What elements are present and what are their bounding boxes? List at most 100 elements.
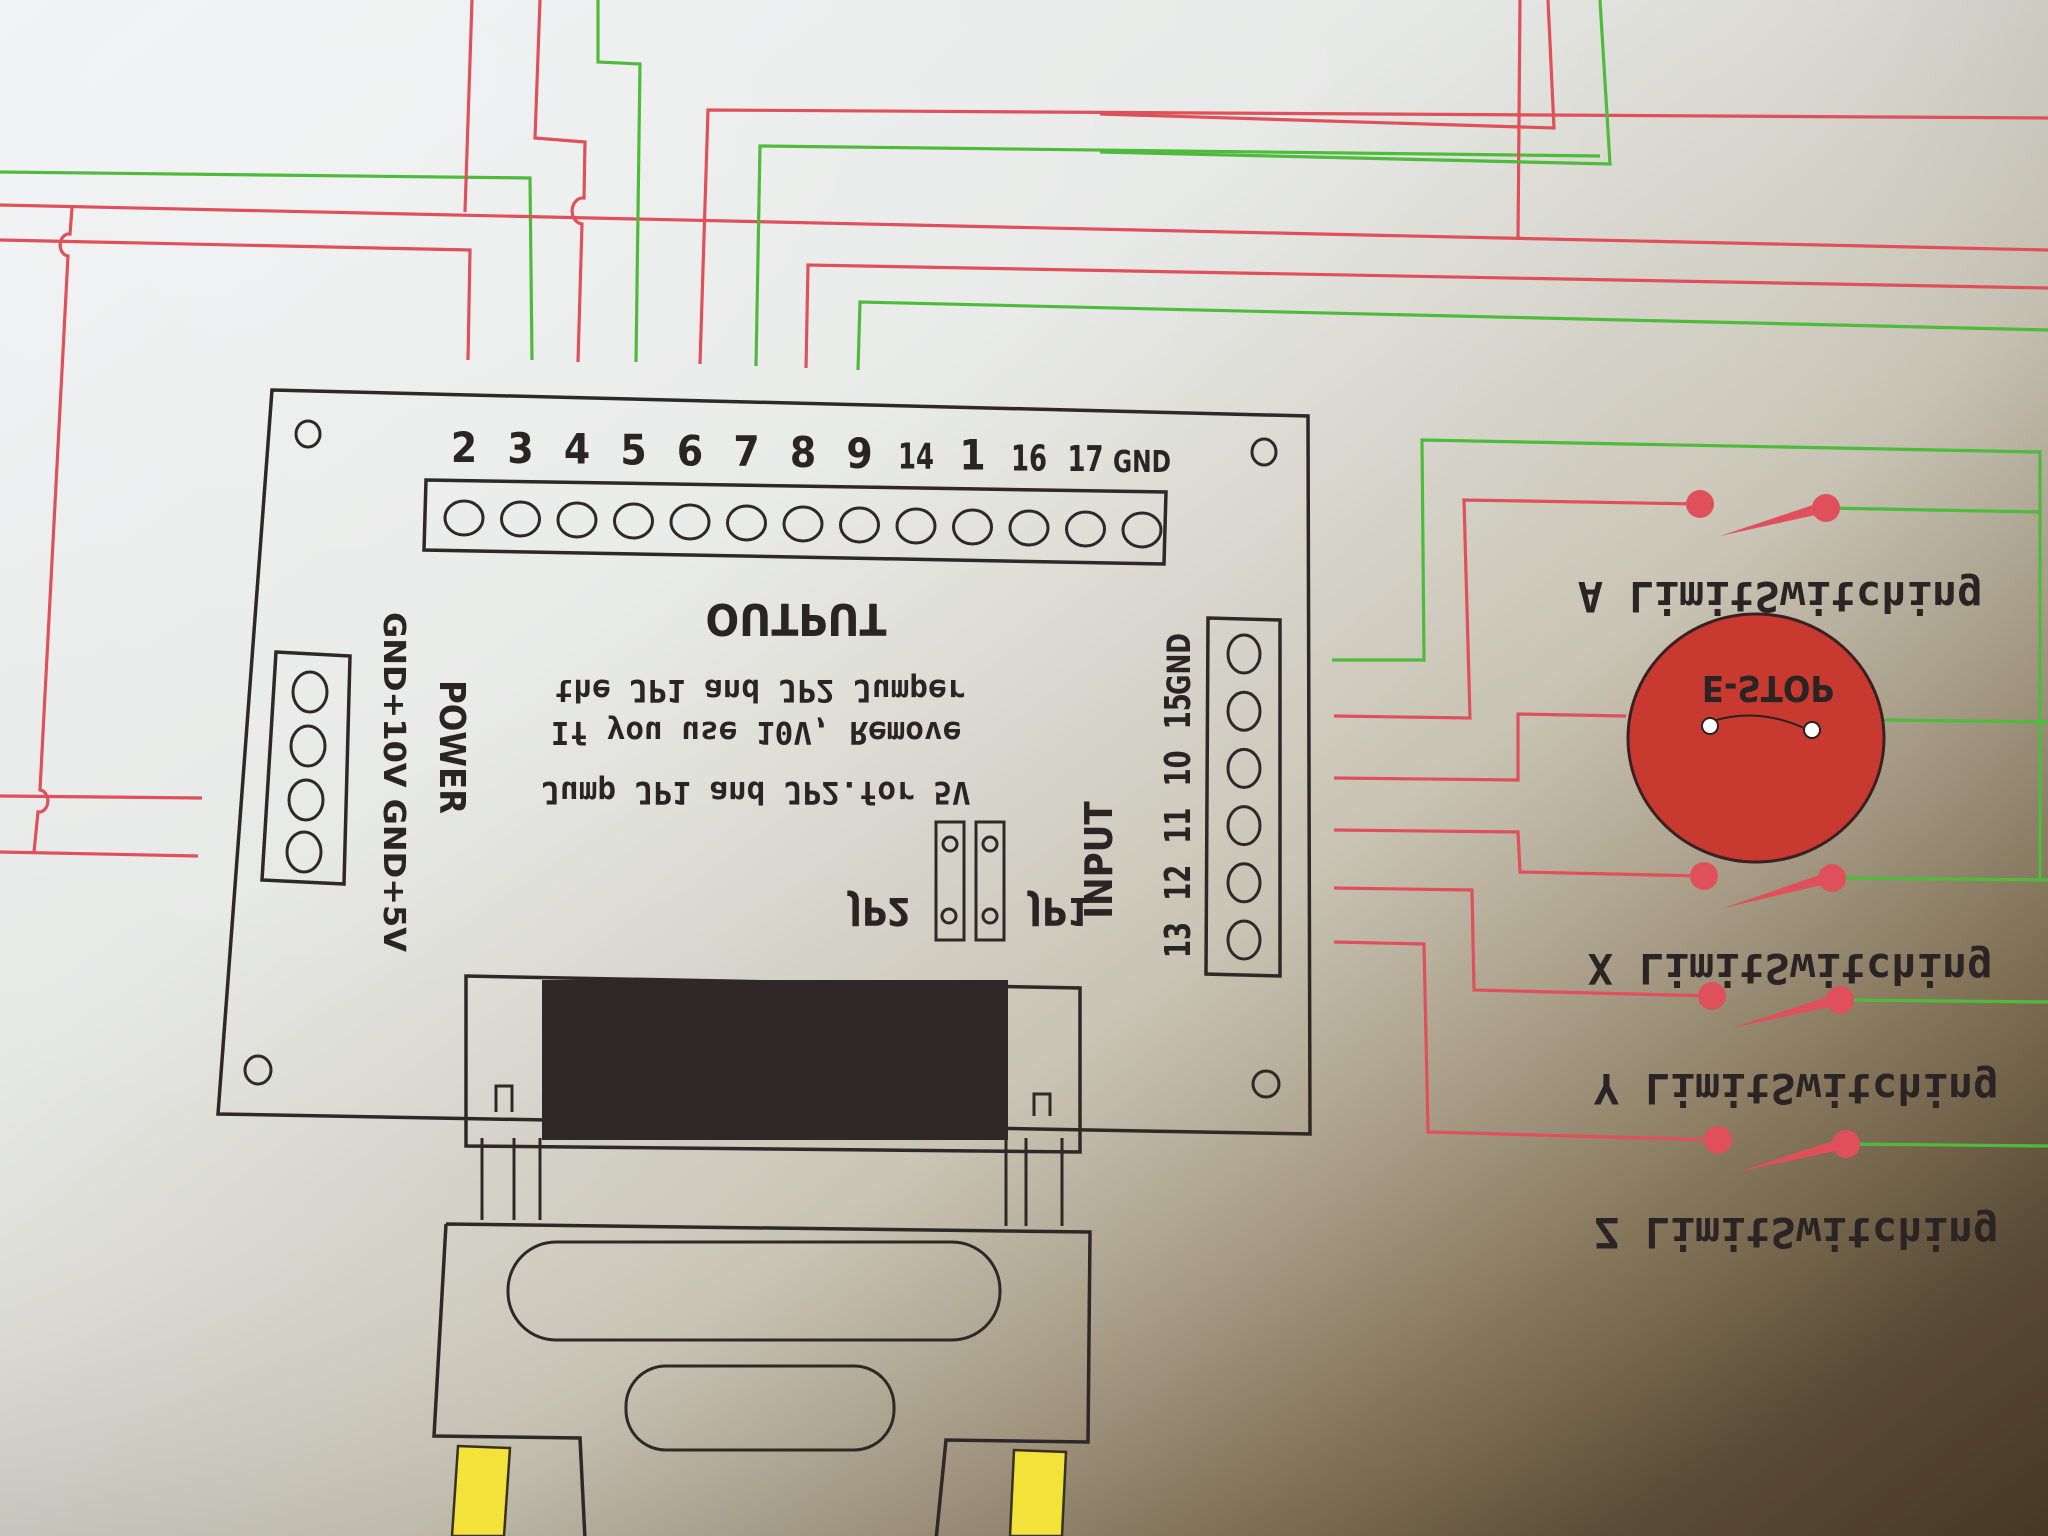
- connector-plug-body: [432, 1222, 1092, 1536]
- board-outline: [216, 388, 1312, 1136]
- output-terminal-block: [422, 478, 1168, 566]
- switch-contact: [1690, 862, 1718, 890]
- input-terminal: [1226, 919, 1262, 961]
- output-pin-label: 17: [1068, 439, 1104, 480]
- wire-green-gnd: [1332, 438, 2042, 880]
- connector-slot-upper: [506, 1240, 1002, 1342]
- switch-contact: [1832, 1130, 1860, 1158]
- input-pin-label: GND: [1160, 633, 1198, 695]
- output-terminal: [895, 507, 937, 545]
- wire-red-left-vertical: [32, 207, 74, 853]
- wire-green-z-switch: [1845, 1142, 2048, 1148]
- input-terminal: [1226, 862, 1262, 904]
- output-pin-label: 4: [564, 425, 590, 474]
- connector-shell: [542, 980, 1008, 1140]
- switch-lever: [1720, 502, 1822, 536]
- output-terminal: [443, 499, 485, 537]
- wire-red-x-switch: [1333, 828, 1705, 878]
- output-terminal: [669, 503, 711, 541]
- input-terminal-block: [1204, 616, 1282, 978]
- wire-green-a-switch: [1825, 506, 2041, 514]
- wire-red-pin4: [533, 0, 587, 363]
- jumper-jp2-body: [934, 820, 966, 942]
- switch-contact: [1812, 494, 1840, 522]
- wire-green-right-loop: [1099, 0, 1612, 166]
- input-terminals: [1226, 633, 1262, 961]
- note-line-1: Jump JP1 and JP2.for 5V: [541, 774, 970, 810]
- output-pin-label: 14: [898, 437, 934, 478]
- mounting-hole-top-left: [294, 419, 322, 449]
- output-pin-label: 7: [733, 427, 759, 476]
- wire-green-pin5: [596, 0, 642, 363]
- wire-green-y-switch: [1839, 998, 2048, 1004]
- output-label: OUTPUT: [706, 593, 887, 644]
- limit-switch-symbol: [1690, 862, 1846, 908]
- switch-lever: [1732, 994, 1836, 1028]
- output-pin-label: GND: [1113, 445, 1171, 480]
- switch-lever: [1738, 1138, 1842, 1172]
- top-wiring: [0, 0, 2048, 853]
- jumper-pin: [940, 907, 958, 925]
- input-pin-label: 15: [1158, 693, 1199, 729]
- input-terminal: [1226, 633, 1262, 675]
- input-pin-label: 10: [1158, 750, 1199, 786]
- wire-red-right-loop: [1516, 0, 1522, 241]
- wire-red-main-horizontal: [0, 203, 2048, 252]
- wire-red-y-switch: [1333, 886, 1713, 998]
- wire-green-estop: [1883, 718, 2048, 724]
- estop-contact-link: [1715, 714, 1805, 729]
- output-pin-label: 2: [451, 423, 477, 472]
- estop-button: E-STOP: [1626, 612, 1886, 864]
- input-terminal: [1226, 747, 1262, 789]
- output-pin-label: 8: [790, 428, 816, 477]
- wire-red-z-switch: [1333, 940, 1719, 1142]
- output-terminal: [500, 500, 541, 538]
- jumper-pin: [941, 835, 959, 853]
- switch-lever: [1724, 872, 1828, 908]
- limit-switch-symbol: [1686, 490, 1840, 536]
- wire-red-a-switch: [1333, 498, 1701, 720]
- note-line-2: If you use 10V, Remove: [551, 714, 962, 750]
- power-terminal: [289, 724, 327, 768]
- output-terminal: [556, 501, 598, 539]
- wire-red-right-loop-2: [1099, 0, 1556, 130]
- estop-contact: [1803, 721, 1821, 739]
- output-pin-label: 9: [846, 429, 872, 478]
- jumper-jp1-body: [974, 820, 1006, 942]
- input-label: INPUT: [1077, 801, 1121, 919]
- wire-red-pin6: [698, 108, 2048, 365]
- limit-switch-symbol: [1704, 1126, 1860, 1172]
- wire-green-x-switch: [1831, 876, 2048, 882]
- output-pin-label: 3: [507, 424, 533, 473]
- switch-label-z: Z LimitSwitching: [1594, 1208, 1999, 1257]
- input-terminal: [1226, 805, 1262, 847]
- output-pin-label: 6: [677, 426, 703, 475]
- power-label: POWER: [431, 680, 472, 814]
- wire-red-power-2: [0, 850, 199, 858]
- right-wiring: E-STOP A LimitSwitching X LimitSwitching…: [1332, 438, 2048, 1257]
- wire-green-top-left: [0, 170, 534, 361]
- switch-label-a: A LimitSwitching: [1578, 572, 1983, 621]
- switch-label-y: Y LimitSwitching: [1594, 1064, 1999, 1113]
- wire-red-estop: [1333, 712, 1627, 782]
- output-terminal: [1065, 510, 1106, 548]
- power-terminal: [285, 830, 323, 874]
- wire-red-pin8: [804, 263, 2048, 369]
- estop-contact: [1701, 717, 1719, 735]
- power-pins-label: GND+10V GND+5V: [376, 612, 411, 952]
- switch-contact: [1698, 982, 1726, 1010]
- estop-circle: [1626, 612, 1886, 864]
- mounting-hole-bottom-right: [1251, 1069, 1281, 1099]
- note-line-3: the JP1 and JP2 Jumper: [555, 672, 966, 708]
- switch-label-x: X LimitSwitching: [1588, 944, 1993, 993]
- wire-green-pin9: [856, 300, 2048, 371]
- output-terminal: [1008, 509, 1050, 547]
- output-terminals: [443, 499, 1163, 549]
- jumper-pin: [981, 907, 999, 925]
- power-terminals: [285, 670, 329, 874]
- input-pin-label: 13: [1158, 922, 1199, 958]
- power-terminal: [291, 670, 329, 714]
- switch-contact: [1686, 490, 1714, 518]
